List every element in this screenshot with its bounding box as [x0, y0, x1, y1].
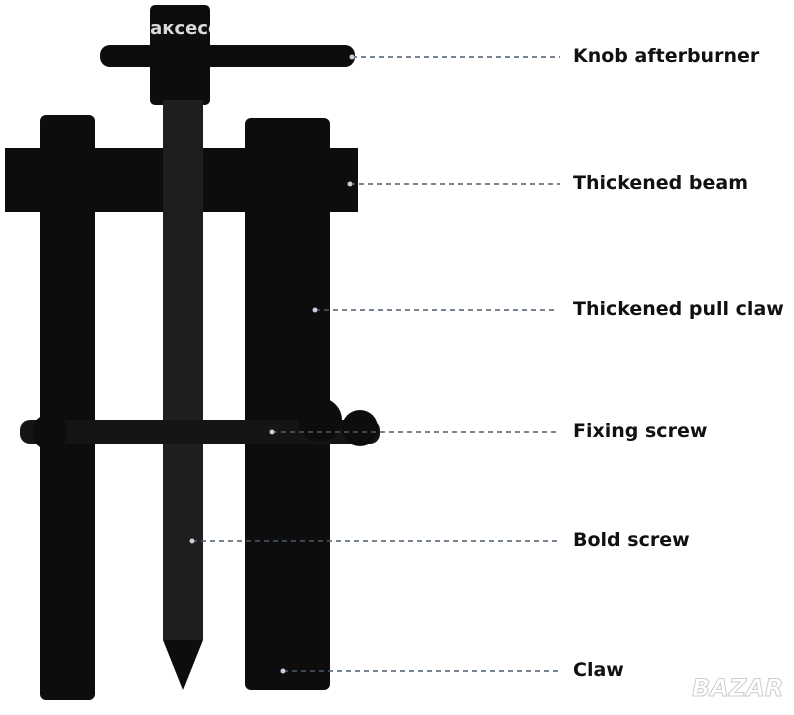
screw-thread: [163, 100, 203, 640]
bazar-logo: BAZAR: [691, 674, 784, 703]
fixing-rod: [20, 420, 380, 444]
label-knob-afterburner: Knob afterburner: [573, 45, 760, 67]
label-fixing-screw: Fixing screw: [573, 420, 708, 442]
t-handle: [100, 45, 355, 67]
label-thickened-pull-claw: Thickened pull claw: [573, 298, 784, 320]
top-nut: [150, 5, 210, 105]
left-arm: [40, 115, 95, 700]
label-bold-screw: Bold screw: [573, 529, 690, 551]
watermark: Dorex - Автоаксесо...: [22, 18, 241, 39]
label-claw: Claw: [573, 659, 624, 681]
screw-tip: [163, 640, 203, 690]
label-thickened-beam: Thickened beam: [573, 172, 749, 194]
right-arm: [245, 118, 330, 690]
